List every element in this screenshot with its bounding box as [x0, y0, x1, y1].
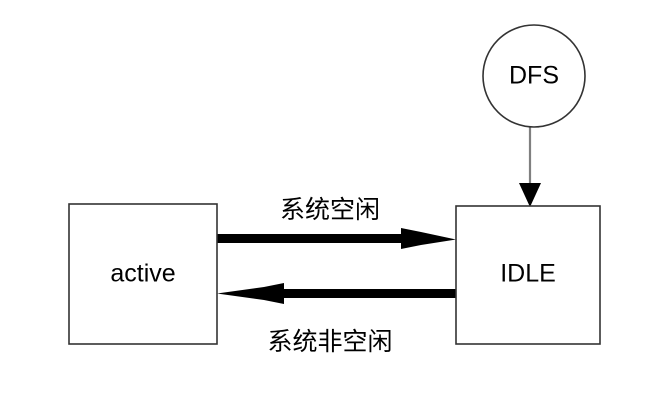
edge-active-to-idle-shaft [217, 234, 413, 243]
edge-dfs-to-idle-arrowhead [519, 183, 541, 207]
edge-idle-to-active-shaft [272, 289, 456, 298]
edge-label-system-not-idle: 系统非空闲 [267, 327, 392, 356]
node-active[interactable]: active [68, 203, 218, 345]
node-idle-shape [455, 205, 601, 345]
node-idle[interactable]: IDLE [455, 205, 601, 345]
edge-idle-to-active[interactable] [217, 283, 456, 304]
node-active-shape [68, 203, 218, 345]
node-dfs[interactable]: DFS [482, 24, 586, 128]
edge-active-to-idle-arrowhead [401, 228, 456, 249]
edge-dfs-to-idle[interactable] [519, 127, 541, 207]
edge-idle-to-active-arrowhead [217, 283, 284, 304]
node-dfs-label: DFS [509, 62, 559, 90]
edge-label-system-idle: 系统空闲 [280, 195, 380, 224]
node-dfs-shape [482, 24, 586, 128]
node-active-label: active [110, 260, 175, 288]
node-idle-label: IDLE [500, 260, 556, 288]
edge-active-to-idle[interactable] [217, 228, 456, 249]
